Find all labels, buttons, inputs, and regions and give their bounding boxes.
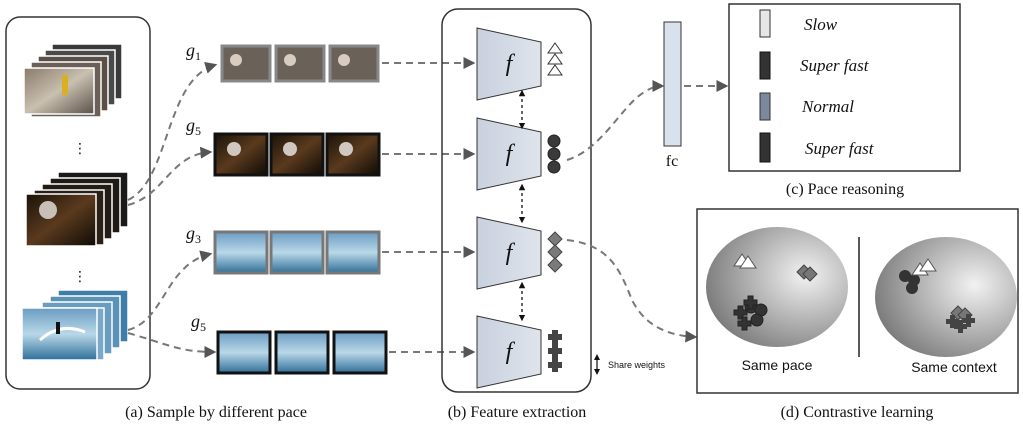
svg-text:Normal: Normal [801, 97, 854, 116]
panel-d-frame [696, 208, 1019, 394]
video-stack-street [23, 43, 123, 118]
cluster-diamond-left [796, 264, 818, 282]
pace-legend-item-2: Super fast [759, 51, 870, 80]
fc-label: fc [666, 153, 678, 170]
panel-d: Same pace Same context (d) Contrastive l… [696, 208, 1019, 421]
cluster-right-top [899, 258, 937, 294]
panel-c-frame [728, 3, 961, 172]
embedding-space-same-pace: Same pace [706, 227, 848, 373]
pace-label-2: g5 [186, 115, 201, 138]
frames-row-1 [220, 44, 380, 83]
features-diamond [547, 231, 563, 273]
ellipsis-bottom: ⋮ [73, 268, 87, 284]
same-context-label: Same context [911, 359, 997, 375]
pace-label-4: g5 [191, 311, 206, 334]
frames-row-4 [216, 330, 388, 375]
sample-curve-3 [127, 250, 213, 331]
pace-rows: g1 g5 g3 g5 [127, 40, 476, 375]
frames-row-2 [213, 132, 381, 177]
svg-text:f: f [506, 240, 516, 266]
cluster-circles-crosses-left [733, 295, 768, 331]
pace-legend-item-3: Normal [759, 92, 854, 121]
features-to-contrastive-curve [566, 239, 698, 343]
panel-c-caption: (c) Pace reasoning [786, 181, 904, 198]
pace-label-3: g3 [186, 223, 201, 246]
svg-text:f: f [506, 51, 516, 77]
ellipsis-top: ⋮ [73, 140, 87, 156]
svg-text:Super fast: Super fast [805, 139, 875, 158]
svg-text:Slow: Slow [804, 15, 838, 34]
features-cross [548, 330, 562, 372]
pace-legend-item-1: Slow [759, 9, 838, 38]
encoder-4: f [476, 315, 542, 389]
pace-legend-item-4: Super fast [759, 132, 875, 163]
encoder-2: f [476, 117, 542, 191]
panel-d-caption: (d) Contrastive learning [781, 404, 934, 421]
panel-c: Slow Super fast Normal Super fast (c) Pa… [728, 3, 961, 198]
panel-a: ⋮ ⋮ (a) Sample by different pace [5, 16, 307, 421]
panel-b-caption: (b) Feature extraction [448, 404, 587, 421]
sample-curve-1 [127, 62, 218, 201]
embedding-space-same-context: Same context [875, 237, 1017, 375]
features-triangle [547, 42, 563, 76]
panel-a-frame [5, 16, 151, 390]
video-stack-surf [21, 289, 129, 361]
panel-a-caption: (a) Sample by different pace [125, 404, 307, 421]
sample-curve-2 [127, 146, 213, 206]
svg-text:Super fast: Super fast [800, 56, 870, 75]
panel-b: f f f f (b) Fea [441, 8, 592, 421]
share-weights-legend: Share weights [594, 354, 666, 375]
pace-label-1: g1 [186, 40, 201, 63]
features-circle [547, 134, 561, 174]
panel-b-frame [441, 8, 592, 393]
fc-bar [663, 21, 682, 147]
features-to-fc-curve [566, 80, 665, 161]
frames-row-3 [213, 230, 381, 275]
share-weights-label: Share weights [608, 360, 666, 370]
video-stack-violin [25, 171, 129, 247]
same-pace-label: Same pace [742, 357, 813, 373]
cluster-right-bottom [946, 305, 975, 333]
fc-block: fc [566, 21, 729, 343]
sample-curve-4 [127, 332, 217, 358]
cluster-triangles-left [733, 253, 757, 269]
encoder-3: f [476, 216, 542, 290]
svg-text:f: f [506, 141, 516, 167]
svg-text:f: f [506, 339, 516, 365]
encoder-1: f [476, 27, 542, 101]
